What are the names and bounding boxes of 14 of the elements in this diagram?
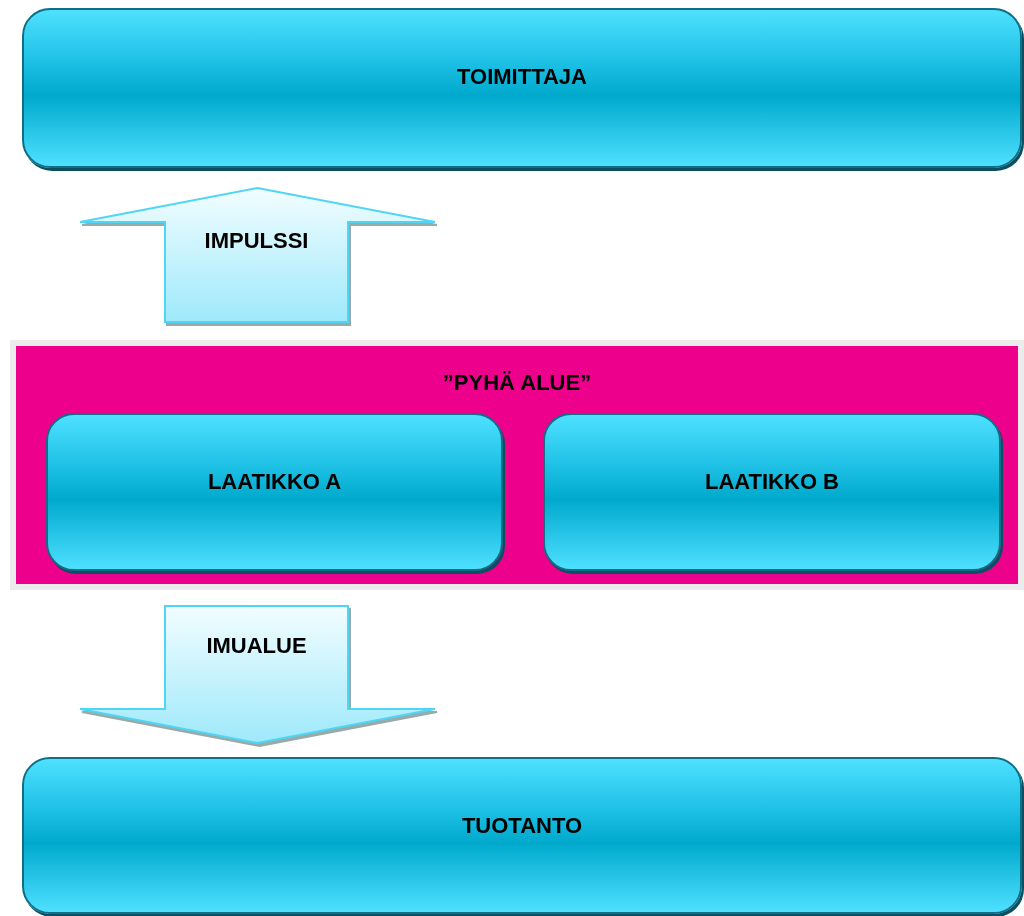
edge-label: IMUALUE (206, 631, 307, 660)
box-label: TUOTANTO (461, 812, 583, 840)
rounded-box (22, 8, 1022, 168)
block-arrow (79, 187, 436, 323)
edge-label: IMPULSSI (204, 226, 309, 255)
rounded-box (22, 757, 1022, 914)
rounded-box (543, 413, 1001, 571)
box-label: LAATIKKO B (705, 468, 839, 496)
box-label: LAATIKKO A (207, 468, 342, 496)
zone-title: ”PYHÄ ALUE” (442, 369, 592, 397)
block-arrow (79, 605, 436, 744)
box-label: TOIMITTAJA (457, 63, 587, 91)
rounded-box (46, 413, 503, 571)
zone-band (10, 340, 1024, 590)
